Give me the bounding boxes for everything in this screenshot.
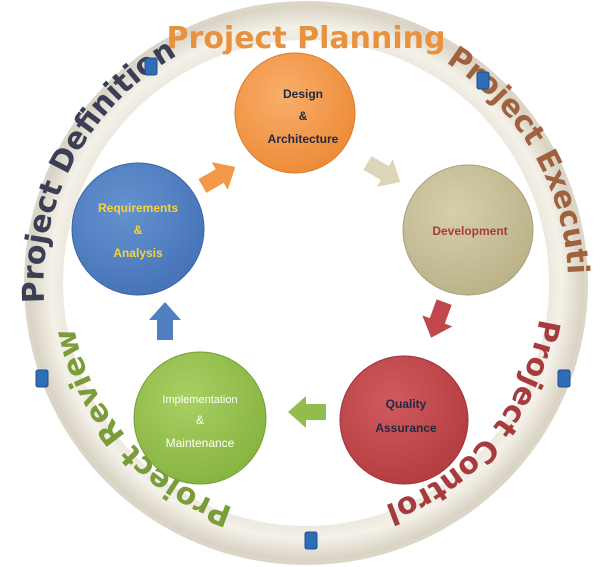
node-design-line1: Design xyxy=(283,87,323,101)
node-design: Design & Architecture xyxy=(234,52,356,174)
node-requirements-line2: & xyxy=(134,223,143,237)
arrow-dev-to-qa xyxy=(422,299,453,338)
ring-marker xyxy=(35,369,49,388)
ring-marker xyxy=(144,57,158,76)
arrow-qa-to-impl xyxy=(288,396,326,428)
node-development: Development xyxy=(402,164,534,296)
node-implementation-line1: Implementation xyxy=(162,394,237,406)
node-requirements-line3: Analysis xyxy=(113,246,163,260)
arrow-design-to-dev xyxy=(363,156,401,187)
ring-marker xyxy=(557,369,571,388)
arrow-req-to-design xyxy=(198,162,236,193)
node-design-line2: & xyxy=(299,109,308,123)
node-quality-line1: Quality xyxy=(386,397,427,411)
node-quality: Quality Assurance xyxy=(339,355,469,485)
ring-marker xyxy=(304,531,318,550)
ring-marker xyxy=(476,71,490,90)
node-requirements-line1: Requirements xyxy=(98,201,178,215)
node-implementation: Implementation & Maintenance xyxy=(133,351,267,485)
node-implementation-line3: Maintenance xyxy=(166,436,235,450)
arrow-impl-to-req xyxy=(149,302,181,340)
node-development-line1: Development xyxy=(432,224,507,238)
node-design-line3: Architecture xyxy=(268,132,339,146)
node-requirements: Requirements & Analysis xyxy=(71,162,205,296)
ring-label-planning-2: Project Planning xyxy=(167,21,446,56)
node-quality-line2: Assurance xyxy=(375,421,437,435)
node-implementation-line2: & xyxy=(196,413,204,427)
